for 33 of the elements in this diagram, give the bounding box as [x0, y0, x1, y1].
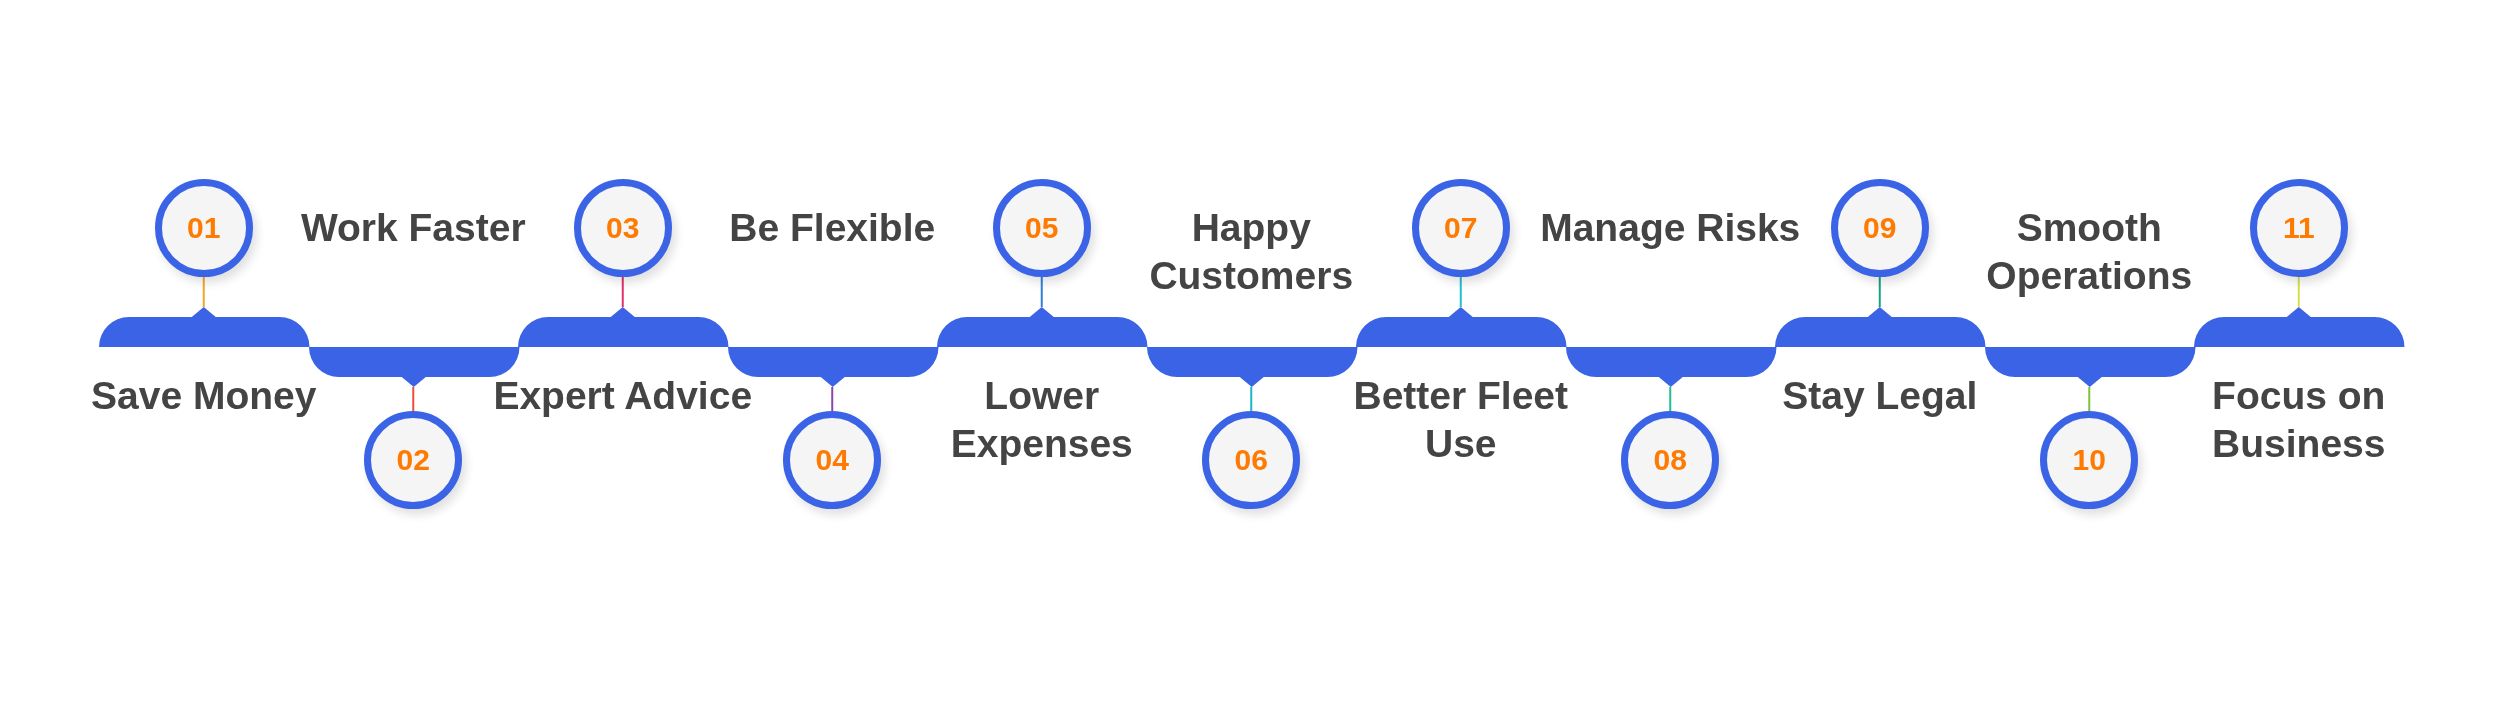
step-title: Better Fleet Use	[1352, 373, 1570, 467]
step-number: 06	[1234, 445, 1268, 475]
connector-line	[1669, 386, 1672, 412]
connector-line	[202, 276, 205, 308]
step-title: Manage Risks	[1539, 205, 1802, 251]
step-number: 10	[2072, 445, 2106, 475]
step-title: Stay Legal	[1781, 373, 1979, 419]
step-number: 02	[396, 445, 430, 475]
connector-line	[1459, 276, 1462, 308]
connector-line	[412, 386, 415, 412]
step-title: Expert Advice	[492, 373, 754, 419]
connector-line	[1878, 276, 1881, 308]
connector-line	[831, 386, 834, 412]
connector-line	[1250, 386, 1253, 412]
step-number: 03	[606, 213, 640, 243]
step-number: 01	[187, 213, 221, 243]
step-number: 11	[2282, 213, 2315, 243]
step-title: Work Faster	[299, 205, 527, 251]
step-title: Save Money	[90, 373, 318, 419]
connector-line	[1040, 276, 1043, 308]
step-title: Be Flexible	[728, 205, 937, 251]
step-number: 08	[1653, 445, 1687, 475]
step-number: 09	[1863, 213, 1897, 243]
step-title: Smooth Operations	[1985, 205, 2194, 299]
step-title: Happy Customers	[1148, 205, 1355, 299]
step-title: Focus on Business	[2211, 373, 2387, 467]
step-title: Lower Expenses	[949, 373, 1134, 467]
connector-line	[621, 276, 624, 308]
connector-line	[2297, 276, 2300, 308]
step-number: 05	[1025, 213, 1059, 243]
connector-line	[2088, 386, 2091, 412]
step-number: 07	[1444, 213, 1478, 243]
step-number: 04	[815, 445, 849, 475]
